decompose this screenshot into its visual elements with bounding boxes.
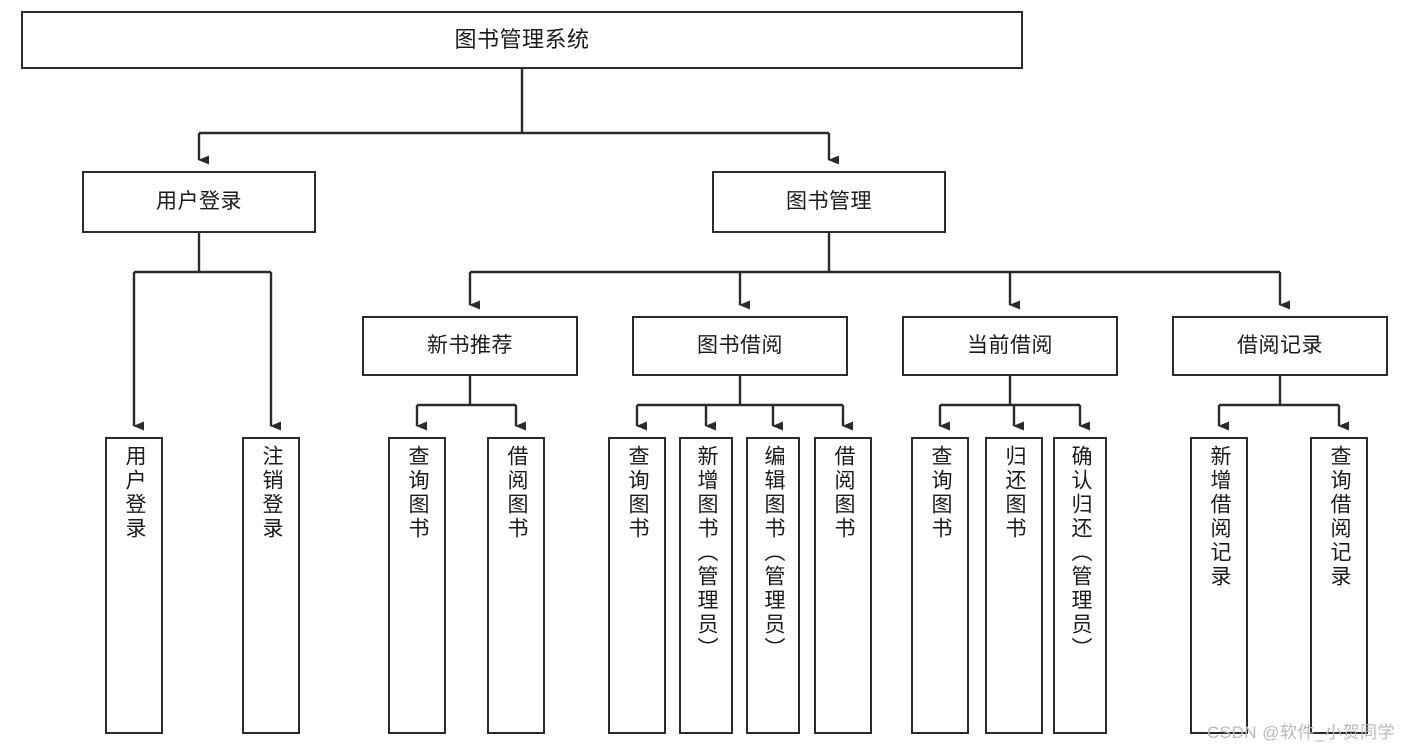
node-user-login[interactable]: 用户登录 (82, 171, 316, 233)
node-leaf-borrow-book-2[interactable]: 借阅图书 (814, 437, 872, 734)
node-user-login-label: 用户登录 (156, 189, 242, 213)
watermark-text: CSDN @软件_小贺同学 (1206, 723, 1395, 742)
node-leaf-return-book-label: 归还图书 (1003, 445, 1027, 541)
node-leaf-add-book[interactable]: 新增图书（管理员） (679, 437, 733, 734)
node-root-label: 图书管理系统 (454, 27, 590, 53)
node-book-manage[interactable]: 图书管理 (712, 171, 946, 233)
node-leaf-return-book[interactable]: 归还图书 (985, 437, 1043, 734)
node-leaf-query-book-2-label: 查询图书 (626, 445, 650, 541)
node-leaf-query-record[interactable]: 查询借阅记录 (1310, 437, 1368, 734)
node-leaf-query-book-1-label: 查询图书 (406, 445, 430, 541)
node-leaf-query-book-2[interactable]: 查询图书 (608, 437, 666, 734)
node-leaf-borrow-book-1[interactable]: 借阅图书 (487, 437, 545, 734)
node-leaf-borrow-book-2-label: 借阅图书 (832, 445, 856, 541)
node-leaf-edit-book[interactable]: 编辑图书（管理员） (746, 437, 800, 734)
node-current-borrow-label: 当前借阅 (967, 333, 1053, 357)
node-leaf-logout[interactable]: 注销登录 (242, 437, 300, 734)
node-leaf-query-book-1[interactable]: 查询图书 (388, 437, 446, 734)
node-leaf-borrow-book-1-label: 借阅图书 (505, 445, 529, 541)
node-leaf-user-login-label: 用户登录 (123, 445, 147, 541)
node-leaf-query-record-label: 查询借阅记录 (1328, 445, 1352, 589)
node-new-book-rec-label: 新书推荐 (427, 333, 513, 357)
node-leaf-logout-label: 注销登录 (260, 445, 284, 541)
node-new-book-rec[interactable]: 新书推荐 (362, 316, 578, 376)
node-book-borrow-label: 图书借阅 (697, 333, 783, 357)
node-leaf-confirm-return[interactable]: 确认归还（管理员） (1053, 437, 1107, 734)
node-leaf-user-login[interactable]: 用户登录 (105, 437, 163, 734)
node-current-borrow[interactable]: 当前借阅 (902, 316, 1118, 376)
node-leaf-query-book-3[interactable]: 查询图书 (911, 437, 969, 734)
node-leaf-add-record-label: 新增借阅记录 (1208, 445, 1232, 589)
node-borrow-record[interactable]: 借阅记录 (1172, 316, 1388, 376)
node-leaf-confirm-return-label: 确认归还（管理员） (1069, 445, 1093, 661)
node-root[interactable]: 图书管理系统 (21, 11, 1023, 69)
node-book-borrow[interactable]: 图书借阅 (632, 316, 848, 376)
node-book-manage-label: 图书管理 (786, 189, 872, 213)
node-borrow-record-label: 借阅记录 (1237, 333, 1323, 357)
node-leaf-add-book-label: 新增图书（管理员） (695, 445, 719, 661)
node-leaf-query-book-3-label: 查询图书 (929, 445, 953, 541)
node-leaf-edit-book-label: 编辑图书（管理员） (762, 445, 786, 661)
node-leaf-add-record[interactable]: 新增借阅记录 (1190, 437, 1248, 734)
